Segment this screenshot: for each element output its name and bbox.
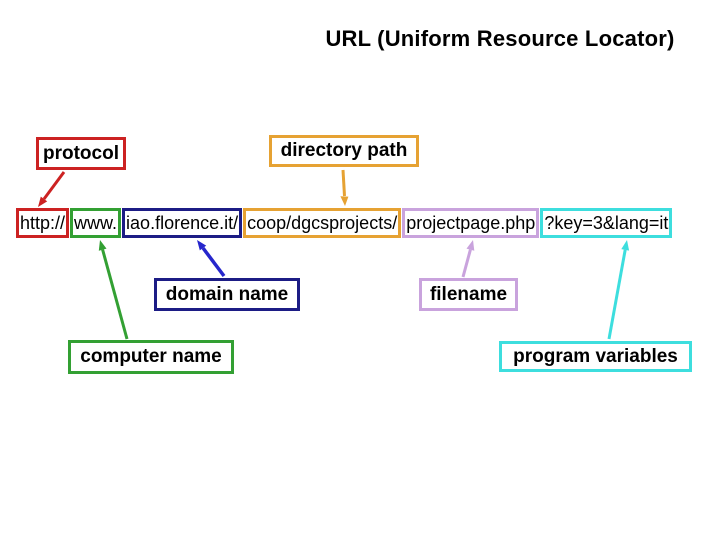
arrow-protocol	[38, 171, 66, 207]
arrow-computer-name	[98, 240, 129, 340]
label-directory-path-text: directory path	[280, 140, 408, 161]
label-program-variables: program variables	[499, 341, 692, 372]
label-computer-name: computer name	[68, 340, 234, 374]
arrow-filename	[461, 240, 475, 278]
label-protocol: protocol	[36, 137, 126, 170]
url-segment-computer-name: www.	[70, 208, 122, 238]
arrow-program-variables	[607, 240, 630, 340]
label-computer-name-text: computer name	[80, 346, 222, 367]
label-filename: filename	[419, 278, 518, 311]
url-segment-directory-path: coop/dgcsprojects/	[243, 208, 402, 238]
arrow-directory-path	[340, 169, 349, 206]
label-protocol-text: protocol	[43, 142, 119, 164]
label-domain-name: domain name	[154, 278, 300, 311]
url-segment-domain-name: iao.florence.it/	[122, 208, 243, 238]
label-directory-path: directory path	[269, 135, 419, 167]
label-program-variables-text: program variables	[513, 345, 678, 367]
arrow-domain-name	[197, 240, 226, 278]
url-segment-protocol: http://	[16, 208, 70, 238]
label-domain-name-text: domain name	[165, 283, 289, 305]
label-filename-text: filename	[429, 283, 508, 305]
slide-title: URL (Uniform Resource Locator)	[325, 26, 675, 51]
url-line: http:// www. iao.florence.it/ coop/dgcsp…	[16, 208, 673, 238]
url-segment-program-variables: ?key=3&lang=it	[540, 208, 673, 238]
url-segment-filename: projectpage.php	[402, 208, 540, 238]
